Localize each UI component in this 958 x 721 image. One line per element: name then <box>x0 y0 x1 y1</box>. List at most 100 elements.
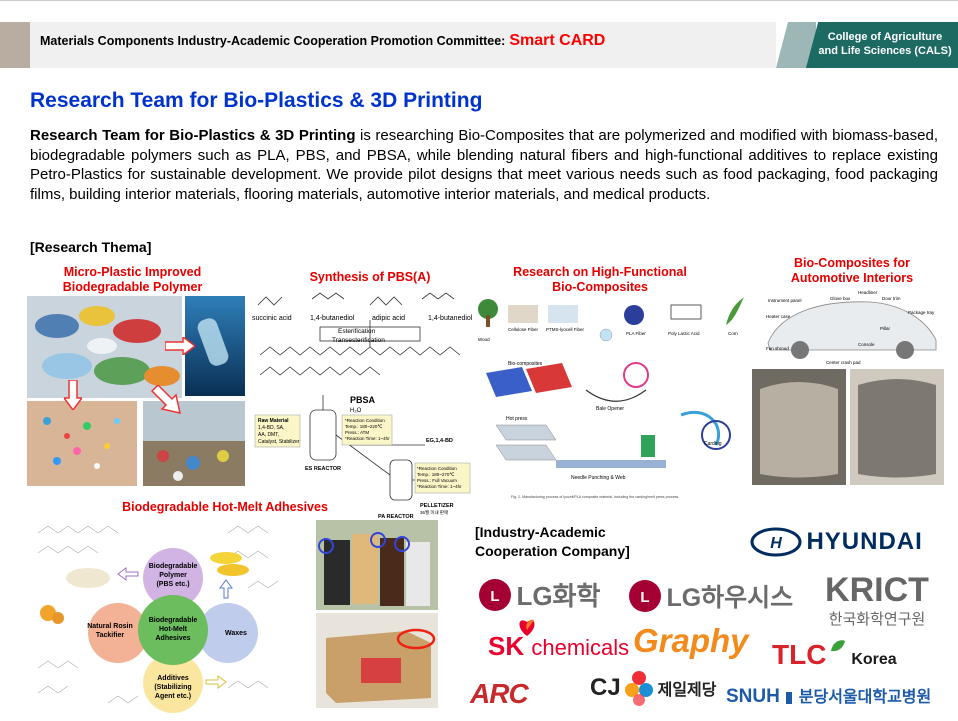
landfill-photo <box>143 401 245 486</box>
plastic-bottles-photo <box>27 296 182 398</box>
pbs-transesterification: Transesterification <box>332 337 385 344</box>
hm-top-0: Biodegradable <box>149 563 198 570</box>
hm-bottom-2: Agent etc.) <box>155 693 191 700</box>
comp-caption: Fig. 2. Manufacturing process of lyocell… <box>511 495 679 499</box>
pbs-pa-reactor: PA REACTOR <box>378 514 414 520</box>
hm-top-1: Polymer <box>159 572 187 579</box>
comp-bale: Bale Opener <box>596 406 624 412</box>
label-pbs: Synthesis of PBS(A) <box>309 270 431 284</box>
auto-headliner: Headliner <box>858 290 878 295</box>
label-hotmelt: Biodegradable Hot-Melt Adhesives <box>122 500 328 514</box>
comp-needle: Needle Punching & Web <box>571 475 626 481</box>
sk-butterfly-icon <box>519 619 535 636</box>
arrow-diagonal-icon <box>150 385 181 414</box>
pbs-adipic: adipic acid <box>372 315 405 322</box>
auto-heatercase: Heater case <box>766 314 791 319</box>
pbs-esterification: Esterification <box>338 328 376 335</box>
auto-pillar: Pillar <box>880 326 891 331</box>
pbs-synthesis-diagram: succinic acid 1,4-butanediol adipic acid… <box>250 285 475 520</box>
pbs-raw-3: Catalyst, Stabilizer <box>258 439 300 445</box>
packaged-products-photo <box>316 520 438 610</box>
pbs-pelletizer-sub: 36월 이내 판매 <box>420 509 448 516</box>
header-left-accent <box>0 22 30 68</box>
pbs-rc1-2: Press.: ATM <box>345 430 369 435</box>
hotmelt-diagram: Biodegradable Polymer (PBS etc.) Biodegr… <box>28 518 313 718</box>
pbs-es-reactor: ES REACTOR <box>305 466 341 472</box>
arrow-right-icon <box>165 337 195 355</box>
logo-lg-hausys: L LG하우시스 <box>628 578 793 614</box>
hm-bottom-0: Additives <box>157 675 189 682</box>
hm-center-0: Biodegradable <box>149 617 198 624</box>
lg-icon: L <box>629 580 661 612</box>
hm-top-2: (PBS etc.) <box>156 581 189 588</box>
comp-carding: Carding <box>704 441 722 447</box>
pbs-rc2-0: *Reaction Condition <box>417 466 457 471</box>
arrow-down-icon <box>64 380 82 410</box>
page-title: Research Team for Bio-Plastics & 3D Prin… <box>30 89 483 112</box>
comp-lyocell: PTMS-lyocell Fiber <box>546 327 585 332</box>
pbs-rc1-1: Temp.: 180~220℃ <box>345 424 383 429</box>
pbs-succinic: succinic acid <box>252 315 292 322</box>
auto-fanshroud: Fan shroud <box>766 346 789 351</box>
svg-text:H: H <box>770 535 782 552</box>
pbs-pbsa: PBSA <box>350 395 376 405</box>
comp-wood: Wood <box>478 337 490 342</box>
top-rule <box>0 0 958 1</box>
hyundai-icon: H <box>750 527 802 557</box>
pbs-butanediol: 1,4-butanediol <box>310 315 355 322</box>
car-interior-diagram: Instrument panel Glove box Headliner Doo… <box>760 288 942 366</box>
research-thema-heading: [Research Thema] <box>30 239 152 255</box>
pbs-rc2-2: Press.: Full Vacuum <box>417 478 457 483</box>
intro-paragraph: Research Team for Bio-Plastics & 3D Prin… <box>30 126 938 204</box>
pbs-rc1-3: *Reaction Time: 1~4hr <box>345 436 390 441</box>
logo-tlc-korea: TLC Korea <box>772 639 897 670</box>
pbs-pelletizer: PELLETIZER <box>420 503 454 509</box>
logo-krict: KRICT 한국화학연구원 <box>825 571 929 628</box>
hm-left-0: Natural Rosin <box>87 623 133 630</box>
comp-hotpress: Hot press <box>506 416 528 422</box>
auto-packagetray: Package tray <box>908 310 935 315</box>
composite-process-diagram: Wood Cellulose Fiber PTMS-lyocell Fiber … <box>476 295 750 505</box>
logo-snuh: SNUH 분당서울대학교병원 <box>726 686 932 707</box>
auto-glovebox: Glove box <box>830 296 851 301</box>
svg-text:L: L <box>640 589 649 606</box>
comp-plafiber: PLA Fiber <box>626 331 646 336</box>
headliner-photo-2 <box>850 369 944 485</box>
logo-graphy: Graphy <box>633 622 749 659</box>
pbs-raw-0: Raw Material <box>258 418 289 424</box>
logo-cj: CJ 제일제당 <box>590 670 716 706</box>
pbs-rc2-1: Temp.: 180~270℃ <box>417 472 455 477</box>
pbs-raw-2: AA, DMT, <box>258 432 279 438</box>
auto-doortrim: Door trim <box>882 296 901 301</box>
pbs-rc2-3: *Reaction Time: 1~4hr <box>417 484 462 489</box>
intro-lead: Research Team for Bio-Plastics & 3D Prin… <box>30 127 356 144</box>
college-band <box>806 22 958 68</box>
header-band <box>30 22 776 68</box>
intro-body: is researching Bio-Composites that are p… <box>30 127 938 203</box>
pbs-h2o: H₂O <box>350 408 362 414</box>
hm-bottom-1: (Stabilizing <box>154 684 191 691</box>
hm-right: Waxes <box>225 630 247 637</box>
pbs-raw-1: 1,4-BD, SA, <box>258 425 284 431</box>
header-title: Materials Components Industry-Academic C… <box>40 32 606 49</box>
hm-left-1: Tackifier <box>96 632 125 639</box>
box-packaging-photo <box>316 613 438 708</box>
auto-crashpad: Center crash pad <box>826 360 861 365</box>
auto-console: Console <box>858 342 875 347</box>
pbs-eg-bd: EG,1,4-BD <box>426 438 453 444</box>
comp-pla: Poly Lactic Acid <box>668 331 700 336</box>
snuh-mark-icon <box>786 691 793 704</box>
cj-flower-icon <box>625 671 654 706</box>
logo-hyundai: H HYUNDAI <box>750 527 923 557</box>
pbs-rc1-0: *Reaction Condition <box>345 418 385 423</box>
comp-corn: Corn <box>728 331 738 336</box>
leaf-icon <box>830 640 845 652</box>
logo-arc: ARC <box>470 678 529 709</box>
logo-sk: SK chemicals <box>488 618 629 662</box>
svg-text:L: L <box>490 588 499 605</box>
